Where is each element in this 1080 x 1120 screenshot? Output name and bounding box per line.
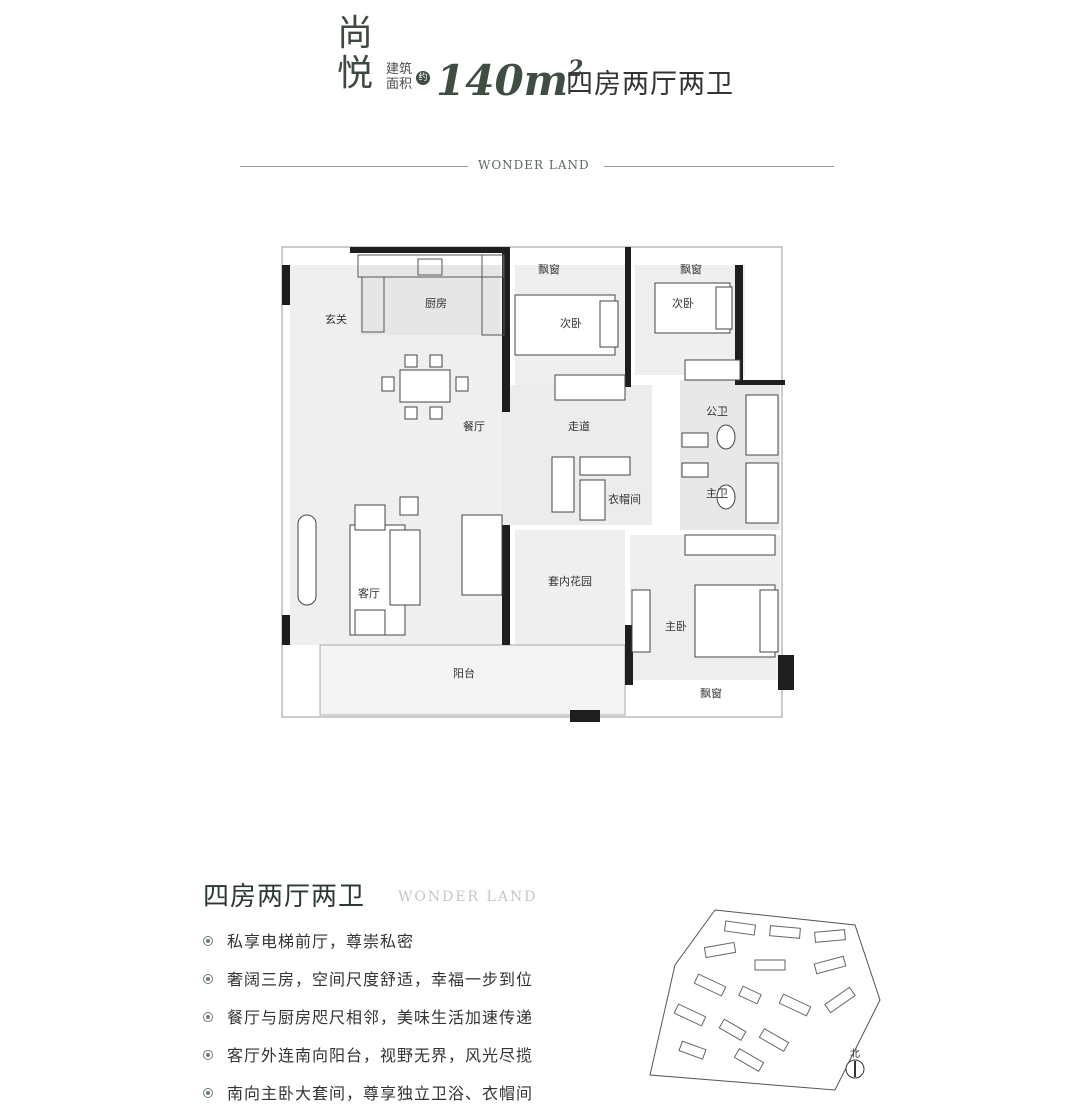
master-bed [631, 584, 779, 658]
bullet-icon [203, 1012, 213, 1022]
label-bay-window-3: 飘窗 [700, 686, 722, 700]
label-inner-garden: 套内花园 [548, 574, 592, 588]
north-arrow-icon [845, 1059, 865, 1079]
dining-table [381, 354, 469, 420]
approx-badge: 约 [416, 71, 430, 85]
walls [282, 247, 794, 722]
kitchen-counters [357, 254, 505, 336]
feature-text: 餐厅与厨房咫尺相邻，美味生活加速传递 [227, 1008, 534, 1027]
site-buildings [673, 920, 856, 1073]
brand-mark: WONDER LAND [478, 158, 590, 172]
label-second-bedroom-2: 次卧 [672, 296, 694, 310]
label-second-bedroom-1: 次卧 [560, 316, 582, 330]
feature-item: 私享电梯前厅，尊崇私密 [203, 930, 533, 968]
bullet-icon [203, 1050, 213, 1060]
area-unit-sup: 2 [568, 56, 584, 82]
bath-fixtures [681, 394, 779, 524]
label-public-bath: 公卫 [706, 405, 728, 418]
cloakroom-wardrobes [551, 456, 776, 556]
divider-left [240, 166, 468, 167]
label-living: 客厅 [358, 586, 380, 600]
label-master-bath: 主卫 [706, 487, 728, 500]
garden-floor [515, 530, 625, 645]
hallway-floor [502, 385, 652, 525]
label-hallway: 走道 [568, 419, 590, 433]
sofa-set [297, 496, 503, 636]
feature-text: 私享电梯前厅，尊崇私密 [227, 932, 415, 951]
label-foyer: 玄关 [325, 312, 347, 326]
feature-text: 南向主卧大套间，尊享独立卫浴、衣帽间 [227, 1084, 534, 1103]
site-boundary [649, 909, 881, 1091]
area-label: 建筑面积 [386, 62, 413, 92]
divider-right [604, 166, 834, 167]
label-bay-window-1: 飘窗 [538, 262, 560, 276]
label-kitchen: 厨房 [425, 297, 447, 310]
feature-text: 客厅外连南向阳台，视野无界，风光尽揽 [227, 1046, 534, 1065]
feature-item: 南向主卧大套间，尊享独立卫浴、衣帽间 [203, 1082, 533, 1120]
bullet-icon [203, 936, 213, 946]
feature-item: 客厅外连南向阳台，视野无界，风光尽揽 [203, 1044, 533, 1082]
label-master-bedroom: 主卧 [665, 620, 687, 633]
section-title: 四房两厅两卫 [203, 882, 366, 912]
north-label: 北 [850, 1049, 860, 1060]
floor-plan: 玄关 厨房 飘窗 飘窗 次卧 次卧 餐厅 走道 公卫 主卫 衣帽间 客厅 套内花… [281, 246, 794, 722]
feature-item: 奢阔三房，空间尺度舒适，幸福一步到位 [203, 968, 533, 1006]
area-number: 140m [436, 56, 569, 105]
feature-text: 奢阔三房，空间尺度舒适，幸福一步到位 [227, 970, 534, 989]
label-bay-window-2: 飘窗 [680, 262, 702, 276]
bullet-icon [203, 974, 213, 984]
label-balcony: 阳台 [453, 666, 475, 680]
section-brand-mark: WONDER LAND [398, 889, 538, 905]
bedroom1-furniture [514, 294, 626, 401]
feature-list: 私享电梯前厅，尊崇私密 奢阔三房，空间尺度舒适，幸福一步到位 餐厅与厨房咫尺相邻… [203, 930, 533, 1120]
site-plan-map [649, 909, 881, 1091]
bedroom2-furniture [654, 282, 741, 381]
label-cloakroom: 衣帽间 [608, 492, 641, 506]
balcony-floor [319, 644, 626, 716]
project-name: 尚悦 [336, 13, 373, 94]
feature-item: 餐厅与厨房咫尺相邻，美味生活加速传递 [203, 1006, 533, 1044]
bullet-icon [203, 1088, 213, 1098]
label-dining: 餐厅 [463, 419, 485, 433]
layout-type-title: 四房两厅两卫 [566, 69, 734, 100]
area-value: 140m2 [436, 48, 583, 106]
